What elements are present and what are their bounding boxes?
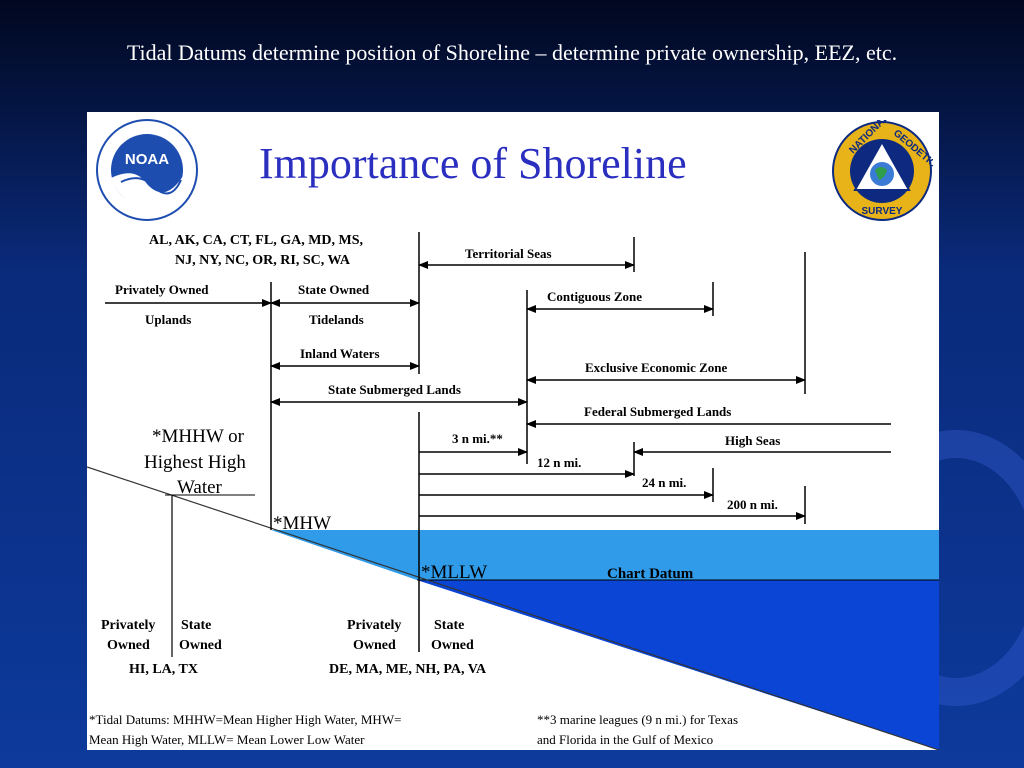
inland-waters-label: Inland Waters (300, 346, 380, 361)
chart-datum-label: Chart Datum (607, 566, 694, 582)
footnote-left-line2: Mean High Water, MLLW= Mean Lower Low Wa… (89, 732, 365, 747)
states-top-line2: NJ, NY, NC, OR, RI, SC, WA (175, 253, 351, 268)
distance-24-label: 24 n mi. (642, 475, 686, 490)
mhhw-label-line1: *MHHW or (152, 426, 245, 447)
water-deep (417, 580, 939, 750)
distance-3-label: 3 n mi.** (452, 431, 503, 446)
left-states-label: HI, LA, TX (129, 662, 198, 677)
right-privately-line2: Owned (353, 638, 396, 653)
mllw-label: *MLLW (421, 562, 487, 583)
water-upper-band (271, 530, 939, 580)
right-states-label: DE, MA, ME, NH, PA, VA (329, 662, 487, 677)
seabed-slope (87, 466, 939, 750)
right-state-line2: Owned (431, 638, 474, 653)
left-state-line2: Owned (179, 638, 222, 653)
eez-label: Exclusive Economic Zone (585, 360, 728, 375)
territorial-seas-label: Territorial Seas (465, 246, 552, 261)
footnote-left-line1: *Tidal Datums: MHHW=Mean Higher High Wat… (89, 712, 401, 727)
left-state-line1: State (181, 618, 211, 633)
footnote-right-line1: **3 marine leagues (9 n mi.) for Texas (537, 712, 738, 727)
federal-submerged-label: Federal Submerged Lands (584, 404, 731, 419)
diagram-panel: AL, AK, CA, CT, FL, GA, MD, MS, NJ, NY, … (87, 112, 939, 750)
footnote-right-line2: and Florida in the Gulf of Mexico (537, 732, 713, 747)
noaa-logo: NOAA (96, 119, 198, 221)
mhw-label: *MHW (273, 513, 331, 534)
uplands-label: Uplands (145, 312, 191, 327)
contiguous-zone-label: Contiguous Zone (547, 289, 642, 304)
distance-200-label: 200 n mi. (727, 497, 778, 512)
high-seas-label: High Seas (725, 433, 780, 448)
distance-12-label: 12 n mi. (537, 455, 581, 470)
ngs-logo: NATIONAL GEODETIC SURVEY (832, 120, 933, 221)
state-submerged-label: State Submerged Lands (328, 382, 461, 397)
states-top-line1: AL, AK, CA, CT, FL, GA, MD, MS, (149, 233, 363, 248)
privately-owned-label: Privately Owned (115, 282, 209, 297)
slide-title: Tidal Datums determine position of Shore… (126, 40, 898, 65)
right-state-line1: State (434, 618, 464, 633)
mhhw-label-line2: Highest High (144, 452, 246, 473)
tidelands-label: Tidelands (309, 312, 364, 327)
left-privately-line2: Owned (107, 638, 150, 653)
left-privately-line1: Privately (101, 618, 155, 633)
mhhw-label-line3: Water (177, 477, 223, 498)
noaa-logo-text: NOAA (125, 151, 169, 168)
right-privately-line1: Privately (347, 618, 401, 633)
state-owned-label: State Owned (298, 282, 370, 297)
ngs-ring-bottom: SURVEY (862, 206, 903, 217)
diagram-title: Importance of Shoreline (259, 139, 687, 188)
shoreline-diagram: AL, AK, CA, CT, FL, GA, MD, MS, NJ, NY, … (87, 232, 939, 750)
